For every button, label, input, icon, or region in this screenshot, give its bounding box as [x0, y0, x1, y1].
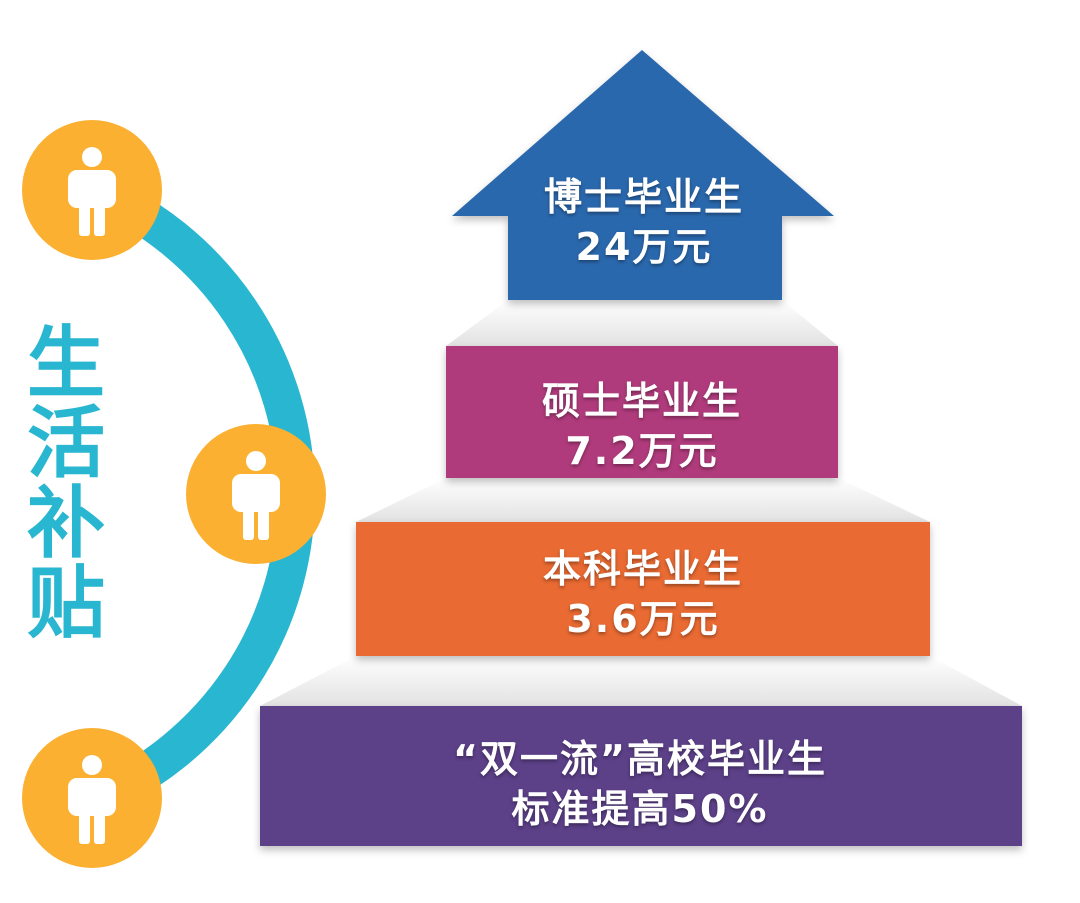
tier-phd-text: 博士毕业生 24万元	[508, 172, 780, 272]
person-icon	[68, 147, 116, 236]
vertical-title: 生 活 补 贴	[20, 324, 112, 644]
tier-label: 博士毕业生	[543, 175, 744, 219]
tier-phd-arrow	[452, 50, 834, 300]
person-badge-bottom	[22, 728, 162, 868]
title-char: 生	[26, 319, 105, 409]
tier-amount: 24万元	[575, 225, 713, 269]
tier-bachelor-block	[356, 522, 930, 656]
step-lip-3	[260, 656, 1022, 706]
tier-elite-text: “双一流”高校毕业生 标准提高50%	[260, 734, 1020, 834]
tier-amount: 3.6万元	[566, 597, 720, 641]
tier-elite-block	[260, 706, 1022, 846]
title-char: 贴	[26, 559, 105, 649]
title-char: 补	[26, 479, 105, 569]
tier-amount: 7.2万元	[565, 429, 719, 473]
person-icon	[232, 451, 280, 540]
step-lip-2	[356, 478, 930, 522]
tier-master-text: 硕士毕业生 7.2万元	[446, 376, 838, 476]
step-lip-1	[446, 300, 838, 346]
tier-amount: 标准提高50%	[511, 787, 769, 831]
person-badge-middle	[186, 424, 326, 564]
tier-master-block	[446, 346, 838, 478]
person-icon	[68, 755, 116, 844]
tier-bachelor-text: 本科毕业生 3.6万元	[356, 544, 930, 644]
person-badge-top	[22, 120, 162, 260]
tier-label: 本科毕业生	[542, 547, 743, 591]
tier-label: “双一流”高校毕业生	[453, 737, 827, 781]
tier-label: 硕士毕业生	[541, 379, 742, 423]
title-char: 活	[26, 399, 105, 489]
